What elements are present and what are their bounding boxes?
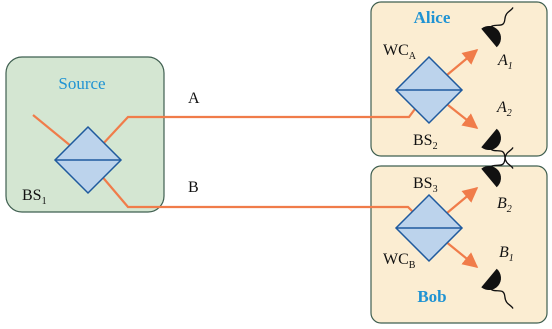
detector-b2-photodetector-icon xyxy=(481,147,514,188)
detector-b2-label: B2 xyxy=(497,195,512,215)
bs3-beam-splitter-icon xyxy=(394,193,464,263)
detector-b1-photodetector-icon xyxy=(481,268,514,309)
detector-a1-photodetector-icon xyxy=(481,7,514,48)
bs2-label: BS2 xyxy=(413,132,438,152)
wc-a-label: WCA xyxy=(383,42,417,62)
detector-a1-label: A1 xyxy=(497,52,513,72)
bs1-label: BS1 xyxy=(22,187,47,207)
channel-b-label: B xyxy=(188,179,199,196)
detector-a2-label: A2 xyxy=(496,99,512,119)
alice-box xyxy=(370,1,548,157)
bs2-beam-splitter-icon xyxy=(394,55,464,125)
bs1-beam-splitter-icon xyxy=(53,125,123,195)
channel-a-label: A xyxy=(188,90,200,107)
bob-title: Bob xyxy=(417,287,446,306)
detector-b1-label: B1 xyxy=(499,244,514,264)
alice-title: Alice xyxy=(414,8,451,27)
bs3-label: BS3 xyxy=(413,175,438,195)
wc-b-label: WCB xyxy=(383,251,416,271)
source-title: Source xyxy=(58,74,105,93)
bob-box xyxy=(370,165,548,324)
